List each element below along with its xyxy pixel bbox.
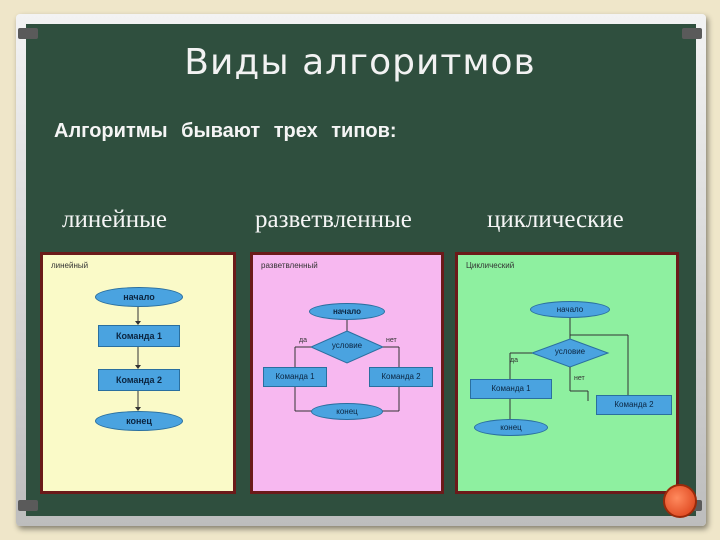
end-oval: конец <box>95 411 183 431</box>
panel-header: Циклический <box>466 261 515 270</box>
type-label-linear: линейные <box>62 206 167 233</box>
command-box: Команда 1 <box>470 379 552 399</box>
end-oval: конец <box>311 403 383 420</box>
frame-clip <box>682 28 702 39</box>
slide-title: Виды алгоритмов <box>184 42 536 83</box>
no-label: нет <box>386 337 397 344</box>
no-label: нет <box>574 375 585 382</box>
command-box: Команда 2 <box>369 367 433 387</box>
start-oval: начало <box>95 287 183 307</box>
yes-label: да <box>299 337 307 344</box>
yes-label: да <box>510 357 518 364</box>
type-label-branch: разветвленные <box>255 206 412 233</box>
start-oval: начало <box>530 301 610 318</box>
condition-label: условие <box>554 347 586 356</box>
branch-diagram-panel: разветвленный начало условие да нет Кома… <box>250 252 444 494</box>
command-box: Команда 2 <box>98 369 180 391</box>
type-label-cyclic: циклические <box>487 206 624 233</box>
red-circle-button-icon[interactable] <box>663 484 697 518</box>
command-box: Команда 1 <box>98 325 180 347</box>
frame-clip <box>18 28 38 39</box>
condition-label: условие <box>331 341 363 350</box>
branch-connectors <box>294 319 400 412</box>
slide-subtitle: Алгоритмы бывают трех типов: <box>54 120 397 142</box>
panel-header: линейный <box>51 261 89 270</box>
linear-diagram-panel: линейный начало Команда 1 Команда 2 коне… <box>40 252 236 494</box>
cyclic-diagram-panel: Циклический начало условие да нет Команд… <box>455 252 679 494</box>
panel-header: разветвленный <box>261 261 318 270</box>
frame-clip <box>18 500 38 511</box>
cyclic-connectors <box>509 317 629 419</box>
start-oval: начало <box>309 303 385 320</box>
end-oval: конец <box>474 419 548 436</box>
command-box: Команда 1 <box>263 367 327 387</box>
linear-connectors <box>135 307 141 411</box>
command-box: Команда 2 <box>596 395 672 415</box>
